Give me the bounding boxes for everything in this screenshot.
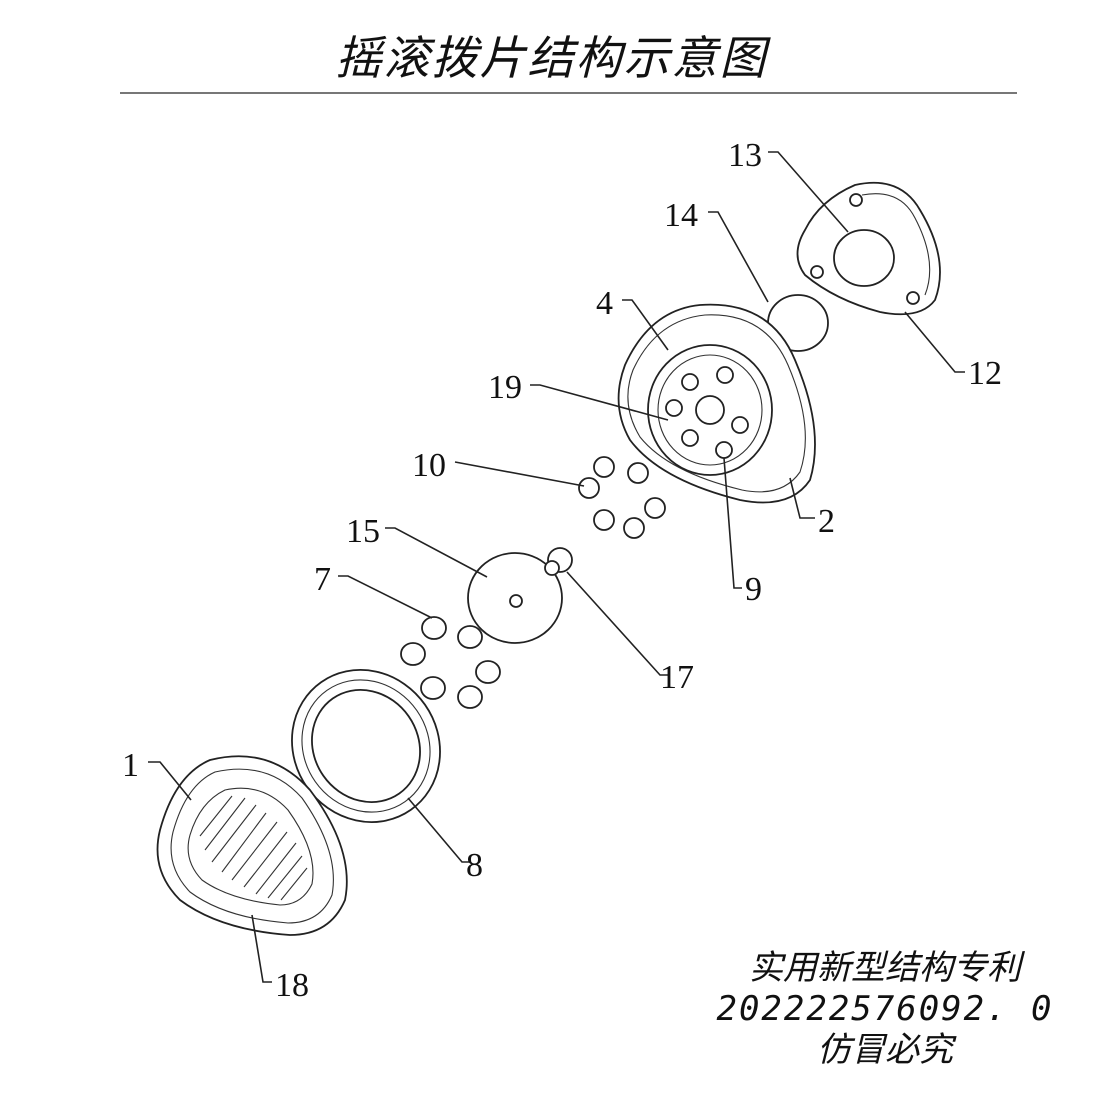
- part-17-pin: [544, 547, 573, 576]
- part-7-cylinders: [400, 616, 501, 709]
- part-10-balls: [578, 456, 666, 539]
- title-divider: [120, 92, 1017, 94]
- label-18: 18: [275, 967, 309, 1004]
- part-13-window: [833, 229, 895, 287]
- part-18-grille-slots: [199, 795, 308, 901]
- patent-number: 202222576092. 0: [716, 989, 1054, 1029]
- label-1: 1: [122, 747, 139, 784]
- part-15-disc: [467, 552, 563, 644]
- label-10: 10: [412, 447, 446, 484]
- anti-counterfeit-text: 仿冒必究: [817, 1030, 953, 1070]
- patent-type-text: 实用新型结构专利: [749, 948, 1021, 988]
- label-14: 14: [664, 197, 698, 234]
- label-2: 2: [818, 503, 835, 540]
- label-9: 9: [745, 571, 762, 608]
- label-19: 19: [488, 369, 522, 406]
- label-12: 12: [968, 355, 1002, 392]
- label-7: 7: [314, 561, 331, 598]
- part-8-ring: [291, 669, 441, 823]
- part-1-grille-cover: [156, 755, 348, 936]
- label-15: 15: [346, 513, 380, 550]
- part-labels: 13 14 4 19 10 15 7 1 12 2 9 17 8 18: [122, 137, 1002, 1004]
- leader-lines: [148, 151, 965, 983]
- part-12-plate: [796, 181, 941, 316]
- part-4-body: [617, 303, 816, 504]
- diagram-title: 摇滚拨片结构示意图: [335, 31, 768, 85]
- label-4: 4: [596, 285, 613, 322]
- label-13: 13: [728, 137, 762, 174]
- part-9-hole: [715, 441, 733, 459]
- patent-notice: 实用新型结构专利 202222576092. 0 仿冒必究: [700, 948, 1070, 1071]
- label-17: 17: [660, 659, 694, 696]
- label-8: 8: [466, 847, 483, 884]
